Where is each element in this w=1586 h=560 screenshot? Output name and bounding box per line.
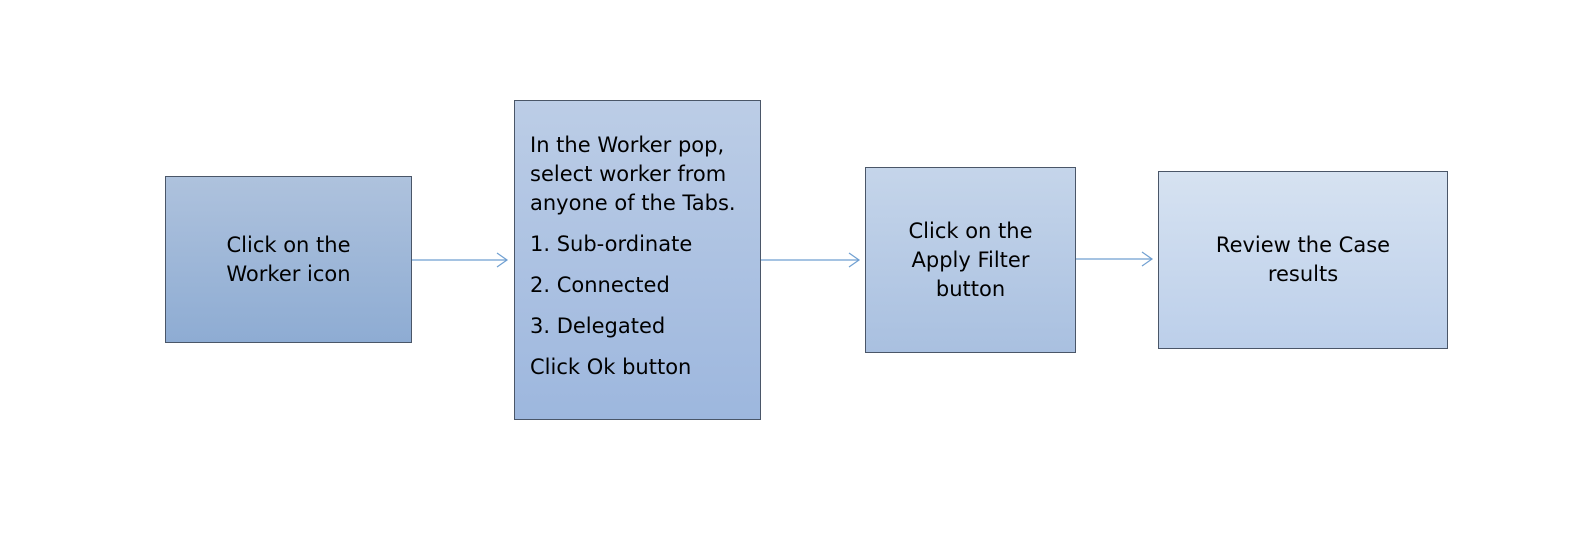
arrow-2-to-3 (761, 252, 861, 268)
step-2-item-delegated: 3. Delegated (530, 314, 666, 338)
step-2-line-2: select worker from (530, 162, 727, 186)
arrow-1-to-2 (412, 252, 509, 268)
step-box-click-worker-icon: Click on the Worker icon (165, 176, 412, 343)
step-2-item-click-ok: Click Ok button (530, 355, 692, 379)
arrow-3-to-4 (1076, 251, 1154, 267)
step-box-select-worker: In the Worker pop, select worker from an… (514, 100, 761, 420)
step-4-text: Review the Case results (1215, 233, 1391, 286)
step-3-text: Click on the Apply Filter button (908, 218, 1033, 301)
step-2-item-connected: 2. Connected (530, 273, 670, 297)
step-box-review-results: Review the Case results (1158, 171, 1448, 349)
step-2-line-1: In the Worker pop, (530, 133, 725, 157)
step-box-apply-filter: Click on the Apply Filter button (865, 167, 1076, 353)
step-2-item-sub-ordinate: 1. Sub-ordinate (530, 232, 693, 256)
step-1-text: Click on the Worker icon (226, 232, 351, 286)
step-2-line-3: anyone of the Tabs. (530, 191, 736, 215)
